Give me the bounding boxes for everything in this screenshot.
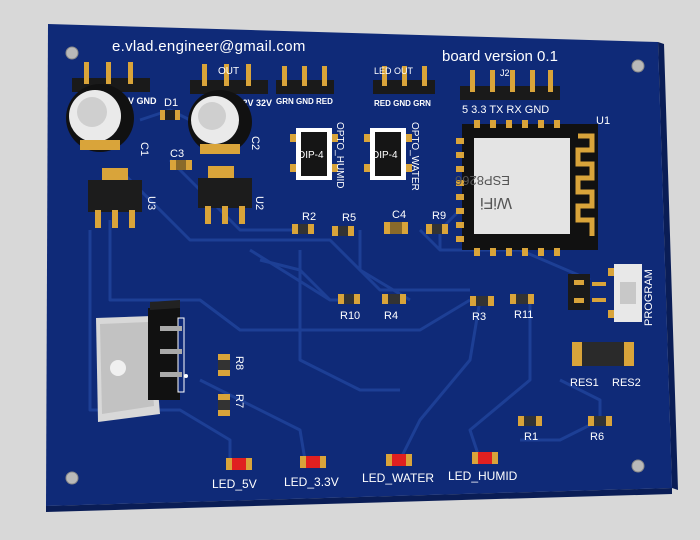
resistor-r6: R6 bbox=[588, 416, 612, 443]
resistor-res: RES1 RES2 bbox=[570, 342, 641, 389]
u2-label: U2 bbox=[253, 196, 265, 210]
capacitor-c3: C3 bbox=[170, 148, 192, 170]
program-button: PROGRAM bbox=[608, 264, 655, 326]
pcb-board-edge bbox=[46, 488, 672, 512]
opto-water-package: DIP-4 bbox=[372, 150, 398, 161]
c1-label: C1 bbox=[138, 142, 150, 156]
r4-label: R4 bbox=[384, 310, 398, 322]
mount-hole-bottom-left bbox=[65, 471, 79, 485]
r7-label: R7 bbox=[233, 394, 245, 408]
mount-hole-bottom-right bbox=[631, 459, 645, 473]
header-h5-pins: 5 3.3 TX RX GND bbox=[462, 104, 549, 116]
capacitor-c2: C2 bbox=[188, 90, 261, 154]
regulator-u2: U2 bbox=[198, 166, 265, 224]
d1-label: D1 bbox=[164, 97, 178, 109]
header-h2-title: OUT bbox=[218, 66, 239, 77]
led-5v-label: LED_5V bbox=[212, 477, 257, 491]
r5-label: R5 bbox=[342, 212, 356, 224]
c4-label: C4 bbox=[392, 209, 406, 221]
program-header bbox=[568, 274, 606, 310]
resistor-r3: R3 bbox=[470, 296, 494, 323]
resistor-r9: R9 bbox=[426, 210, 448, 234]
esp8266-module: U1 ESP8266 WiFi bbox=[455, 115, 610, 256]
header-h1-pins: 12V GND bbox=[118, 96, 157, 106]
r2-label: R2 bbox=[302, 211, 316, 223]
mounting-holes bbox=[65, 46, 645, 485]
header-h5: J2 5 3.3 TX RX GND bbox=[460, 68, 560, 116]
r8-label: R8 bbox=[233, 356, 245, 370]
resistor-r10: R10 bbox=[338, 294, 360, 322]
r1-label: R1 bbox=[524, 431, 538, 443]
header-h2-pins: 5V 12V 32V bbox=[224, 98, 272, 108]
r11-label: R11 bbox=[514, 309, 533, 321]
opto-water-label: OPTO_WATER bbox=[409, 122, 420, 191]
power-transistor bbox=[96, 300, 188, 422]
board-version-label: board version 0.1 bbox=[442, 48, 558, 65]
capacitor-c4: C4 bbox=[384, 209, 408, 234]
regulator-u3: U3 bbox=[88, 168, 157, 228]
led-water-label: LED_WATER bbox=[362, 471, 434, 485]
resistor-r7: R7 bbox=[218, 394, 245, 416]
r10-label: R10 bbox=[340, 310, 360, 322]
esp-chip-label: ESP8266 bbox=[455, 173, 510, 188]
header-h4-title: LED OUT bbox=[374, 66, 414, 76]
resistor-r5: R5 bbox=[332, 212, 356, 236]
email-label: e.vlad.engineer@gmail.com bbox=[112, 38, 306, 55]
header-h2: OUT 5V 12V 32V bbox=[190, 64, 272, 108]
header-h4-pins: RED GND GRN bbox=[374, 99, 431, 108]
header-h3: GRN GND RED bbox=[276, 66, 334, 106]
res1-label: RES1 bbox=[570, 377, 599, 389]
capacitor-c1: C1 bbox=[66, 84, 150, 156]
resistor-r1: R1 bbox=[518, 416, 542, 443]
diode-d1: D1 bbox=[160, 97, 180, 120]
mount-hole-top-right bbox=[631, 59, 645, 73]
optocoupler-humid: DIP-4 OPTO_HUMID bbox=[290, 122, 345, 189]
esp-wifi-label: WiFi bbox=[480, 194, 512, 211]
r3-label: R3 bbox=[472, 311, 486, 323]
pcb-board-side bbox=[658, 42, 678, 490]
header-h5-title: J2 bbox=[500, 68, 510, 78]
led-5v: LED_5V bbox=[212, 458, 257, 491]
u3-label: U3 bbox=[145, 196, 157, 210]
c3-label: C3 bbox=[170, 148, 184, 160]
optocoupler-water: DIP-4 OPTO_WATER bbox=[364, 122, 420, 191]
res2-label: RES2 bbox=[612, 377, 641, 389]
r9-label: R9 bbox=[432, 210, 446, 222]
led-3v3-label: LED_3.3V bbox=[284, 475, 339, 489]
c2-label: C2 bbox=[249, 136, 261, 150]
r6-label: R6 bbox=[590, 431, 604, 443]
led-water: LED_WATER bbox=[362, 454, 434, 485]
led-humid: LED_HUMID bbox=[448, 452, 518, 483]
resistor-r8: R8 bbox=[218, 354, 245, 376]
led-humid-label: LED_HUMID bbox=[448, 469, 518, 483]
header-h3-pins: GRN GND RED bbox=[276, 97, 333, 106]
opto-humid-package: DIP-4 bbox=[298, 150, 324, 161]
resistor-r2: R2 bbox=[292, 211, 316, 234]
header-h4: LED OUT RED GND GRN bbox=[373, 66, 435, 108]
opto-humid-label: OPTO_HUMID bbox=[334, 122, 345, 189]
mount-hole-top-left bbox=[65, 46, 79, 60]
u1-label: U1 bbox=[596, 115, 610, 127]
resistor-r11: R11 bbox=[510, 294, 534, 321]
resistor-r4: R4 bbox=[382, 294, 406, 322]
program-label: PROGRAM bbox=[643, 269, 655, 326]
led-3v3: LED_3.3V bbox=[284, 456, 339, 489]
